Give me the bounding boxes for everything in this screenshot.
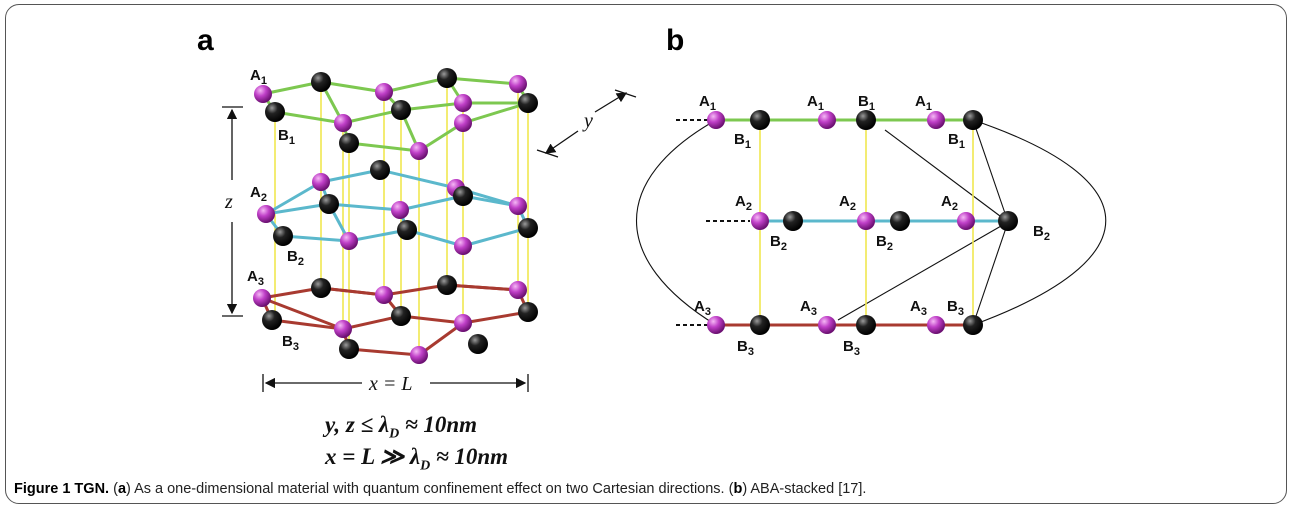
y-dimension bbox=[536, 89, 637, 158]
svg-text:B1: B1 bbox=[858, 93, 875, 113]
svg-text:B3: B3 bbox=[843, 338, 860, 358]
svg-text:A3: A3 bbox=[800, 298, 817, 318]
svg-text:B2: B2 bbox=[770, 233, 787, 253]
svg-text:A3: A3 bbox=[910, 298, 927, 318]
svg-text:B3: B3 bbox=[737, 338, 754, 358]
svg-text:A2: A2 bbox=[735, 193, 752, 213]
y-label: y bbox=[582, 110, 593, 132]
z-dimension bbox=[222, 106, 243, 317]
layer-1-atoms bbox=[254, 68, 538, 160]
svg-text:A1: A1 bbox=[915, 93, 932, 113]
svg-text:B3: B3 bbox=[282, 333, 299, 353]
svg-text:A2: A2 bbox=[839, 193, 856, 213]
svg-text:B3: B3 bbox=[947, 298, 964, 318]
svg-text:A2: A2 bbox=[250, 184, 267, 204]
svg-text:B2: B2 bbox=[876, 233, 893, 253]
svg-text:A3: A3 bbox=[247, 268, 264, 288]
svg-text:B1: B1 bbox=[948, 131, 965, 151]
panel-label-b: b bbox=[666, 24, 685, 57]
chain-leaders bbox=[676, 119, 750, 326]
svg-text:A2: A2 bbox=[941, 193, 958, 213]
b-atoms bbox=[707, 110, 1018, 335]
svg-text:A1: A1 bbox=[699, 93, 716, 113]
svg-text:A1: A1 bbox=[250, 67, 267, 87]
svg-text:A3: A3 bbox=[694, 298, 711, 318]
panel-a-atom-labels: A1 B1 A2 B2 A3 B3 bbox=[247, 67, 304, 353]
panel-b-atom-labels: A1 B1 A1 B1 A1 B1 A2 B2 A2 B2 A2 B2 A3 B… bbox=[694, 93, 1050, 358]
x-dimension bbox=[262, 374, 529, 392]
figure-caption: Figure 1 TGN. (a) As a one-dimensional m… bbox=[14, 481, 867, 497]
layer-3-atoms bbox=[253, 275, 538, 364]
layer-2-atoms bbox=[257, 160, 538, 255]
equation-length: x = L ≫ λD ≈ 10nm bbox=[325, 444, 509, 474]
equation-confinement: y, z ≤ λD ≈ 10nm bbox=[325, 412, 478, 442]
panel-a-structure: A1 B1 A2 B2 A3 B3 z y bbox=[222, 67, 637, 395]
svg-text:B2: B2 bbox=[1033, 223, 1050, 243]
panel-b-structure: A1 B1 A1 B1 A1 B1 A2 B2 A2 B2 A2 B2 A3 B… bbox=[636, 93, 1107, 358]
z-label: z bbox=[224, 191, 233, 213]
svg-text:A1: A1 bbox=[807, 93, 824, 113]
svg-text:B1: B1 bbox=[734, 131, 751, 151]
svg-text:B2: B2 bbox=[287, 248, 304, 268]
panel-label-a: a bbox=[197, 24, 214, 57]
svg-text:B1: B1 bbox=[278, 127, 295, 147]
x-label: x = L bbox=[368, 373, 413, 395]
figure-frame bbox=[5, 4, 1287, 504]
caption-figure-number: Figure 1 TGN. bbox=[14, 481, 110, 497]
